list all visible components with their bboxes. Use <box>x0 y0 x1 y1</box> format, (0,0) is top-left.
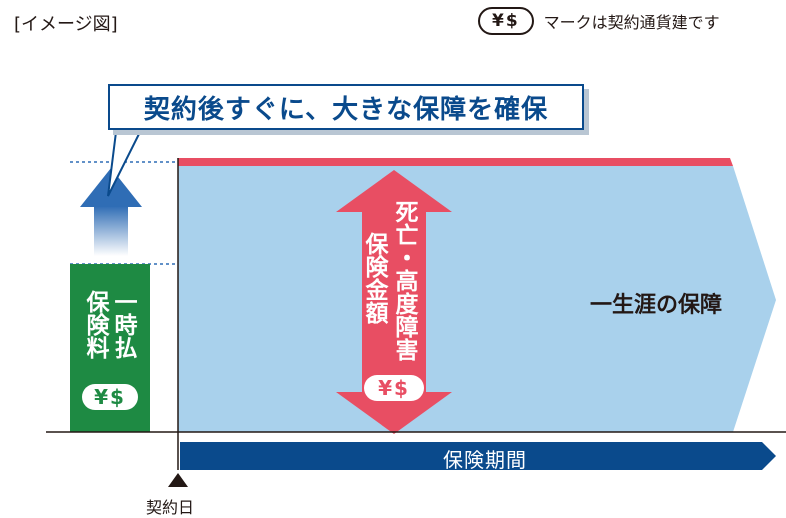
lump-sum-currency-badge: ¥$ <box>82 384 138 410</box>
increase-arrow-shaft <box>94 206 128 256</box>
contract-date-label: 契約日 <box>146 498 195 517</box>
lifetime-coverage-area <box>178 166 776 432</box>
currency-legend: ¥$ マークは契約通貨建です <box>478 6 720 36</box>
lump-sum-label-2: 保険料 <box>82 290 108 359</box>
death-benefit-label-1: 死亡・高度障害 <box>391 200 417 361</box>
currency-note: マークは契約通貨建です <box>543 13 720 32</box>
coverage-top-band <box>178 158 733 166</box>
lifetime-coverage-label: 一生涯の保障 <box>590 293 723 318</box>
image-label: [イメージ図] <box>14 14 118 35</box>
contract-date-marker-icon <box>168 473 188 487</box>
insurance-period-arrow <box>180 442 776 470</box>
death-benefit-label-2: 保険金額 <box>361 232 387 324</box>
death-benefit-double-arrow <box>336 170 452 434</box>
currency-mark-badge: ¥$ <box>478 7 534 35</box>
lump-sum-label-1: 一時払 <box>110 290 136 359</box>
insurance-period-label: 保険期間 <box>443 448 527 472</box>
callout-box: 契約後すぐに、大きな保障を確保 <box>108 84 584 130</box>
callout-pointer <box>107 131 142 197</box>
death-benefit-currency-badge: ¥$ <box>364 375 424 401</box>
